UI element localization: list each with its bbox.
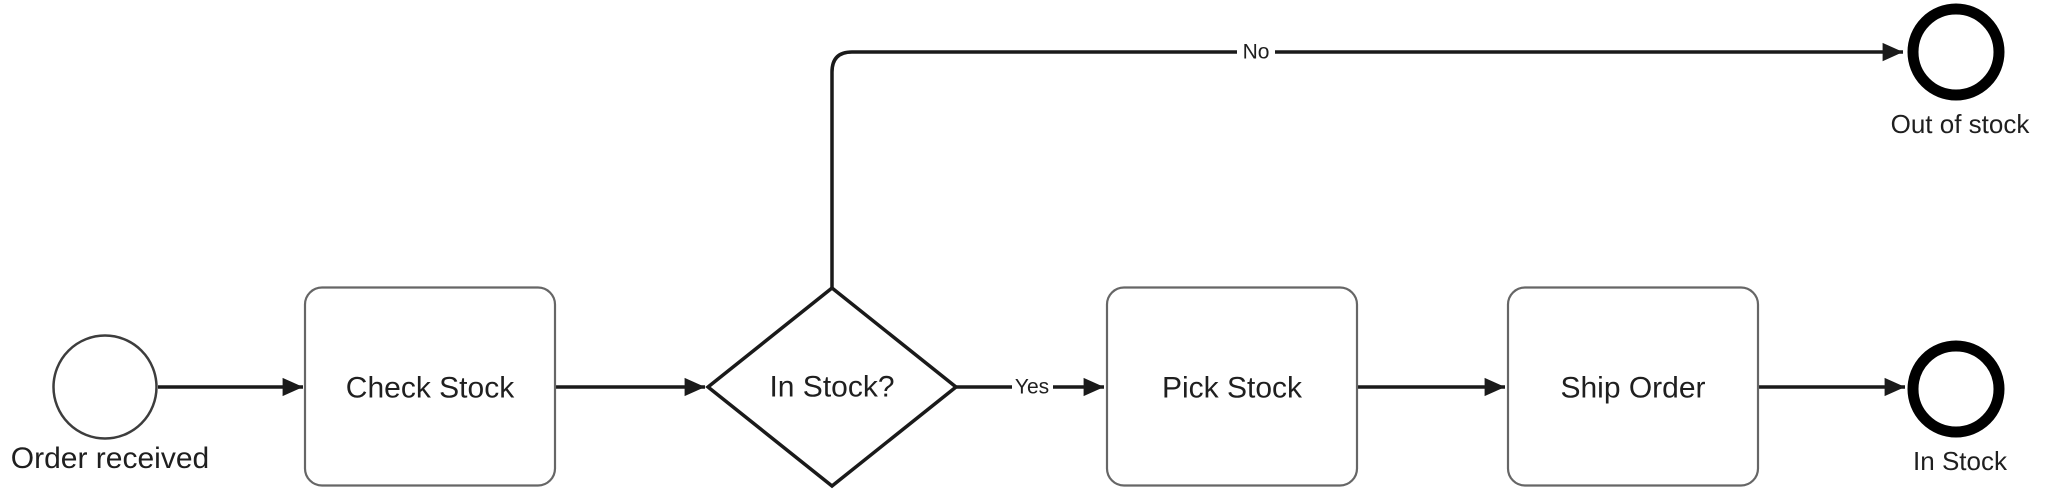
task-ship-order-box xyxy=(1506,286,1760,487)
start-event-circle xyxy=(52,334,158,440)
flow-label-no: No xyxy=(1243,41,1270,64)
task-pick-stock-label: Pick Stock xyxy=(1162,372,1303,405)
flow-no-segment-elbow xyxy=(830,50,1237,288)
flow-label-yes: Yes xyxy=(1015,376,1049,399)
start-event-label: Order received xyxy=(11,442,209,475)
end-event-out-of-stock-label: Out of stock xyxy=(1891,109,2031,139)
gateway-in-stock-label: In Stock? xyxy=(769,371,894,404)
task-check-stock-box xyxy=(303,286,557,487)
gateway-in-stock-node: In Stock? xyxy=(705,285,959,489)
task-check-stock-label: Check Stock xyxy=(346,372,515,405)
task-pick-stock-box xyxy=(1105,286,1359,487)
task-ship-order-node: Ship Order xyxy=(1506,286,1760,487)
task-ship-order-label: Ship Order xyxy=(1560,372,1705,405)
end-event-out-of-stock-circle xyxy=(1907,3,2005,101)
sequence-flows xyxy=(158,42,1905,397)
gateway-in-stock-diamond xyxy=(705,285,959,489)
task-check-stock-node: Check Stock xyxy=(303,286,557,487)
start-event-node: Order received xyxy=(11,334,209,475)
end-event-in-stock-node: In Stock xyxy=(1907,340,2008,476)
task-pick-stock-node: Pick Stock xyxy=(1105,286,1359,487)
end-event-out-of-stock-node: Out of stock xyxy=(1891,3,2031,139)
end-event-in-stock-label: In Stock xyxy=(1913,446,2008,476)
end-event-in-stock-circle xyxy=(1907,340,2005,438)
